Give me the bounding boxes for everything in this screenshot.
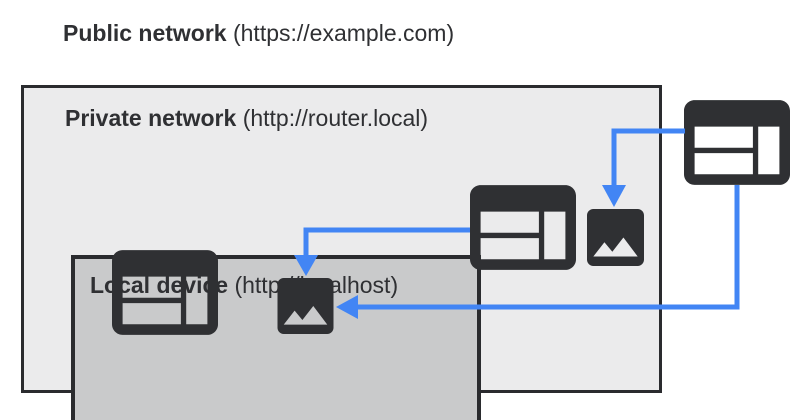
public-network-title: Public network (https://example.com) xyxy=(63,20,454,47)
local-image-icon xyxy=(277,278,334,334)
public-network-name: Public network xyxy=(63,20,227,46)
private-network-url: (http://router.local) xyxy=(242,105,429,131)
private-browser-window-icon xyxy=(470,185,576,270)
public-network-url: (https://example.com) xyxy=(232,20,455,46)
local-browser-window-icon xyxy=(112,250,218,335)
private-image-icon xyxy=(587,209,644,266)
public-browser-window-icon xyxy=(684,100,790,185)
private-network-name: Private network xyxy=(65,105,237,131)
private-network-label: Private network (http://router.local) xyxy=(65,105,428,132)
